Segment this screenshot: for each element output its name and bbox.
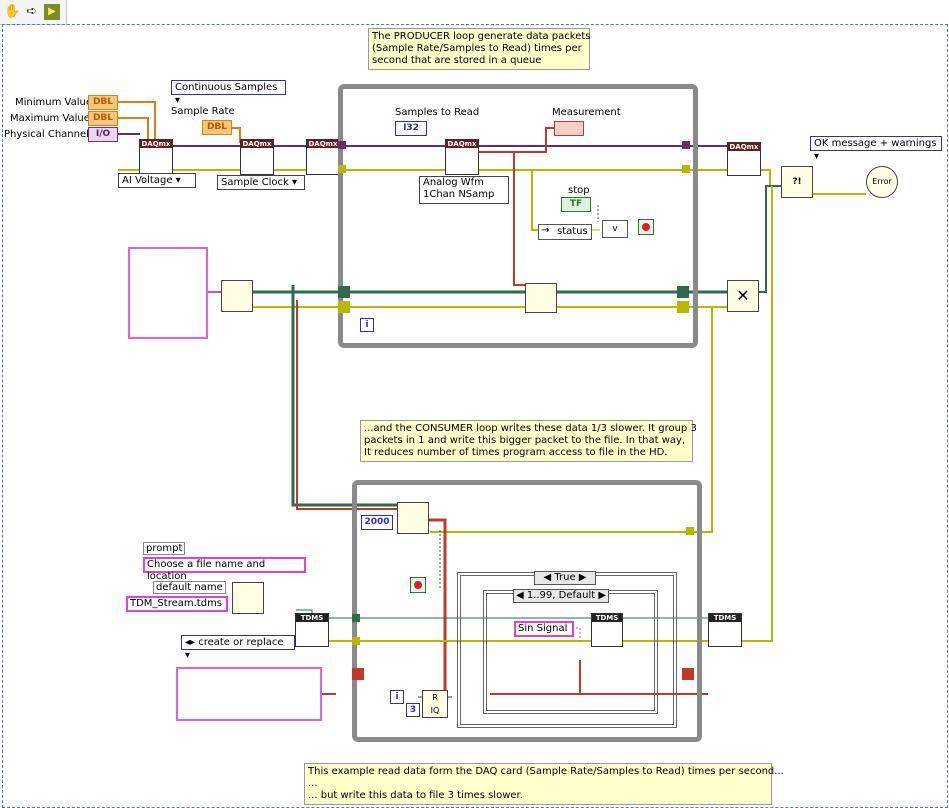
daqmx-start-task[interactable]: DAQmx (306, 139, 340, 175)
daqmx-create-channel[interactable]: DAQmx (139, 139, 173, 175)
stop-condition-terminal (638, 219, 654, 235)
prompt-string[interactable]: Choose a file name and location (143, 557, 306, 582)
minimum-value-label: Minimum Value (15, 97, 92, 108)
ai-voltage-selector[interactable]: AI Voltage ▾ (118, 173, 196, 188)
enqueue-element[interactable] (525, 283, 557, 313)
shift-register-right (677, 301, 689, 313)
default-name-label: default name (153, 581, 226, 594)
maximum-value-label: Maximum Value (10, 113, 90, 124)
footer-note: This example read data form the DAQ card… (304, 763, 784, 805)
shift-register-left (352, 668, 364, 680)
consumer-note: ...and the CONSUMER loop writes these da… (360, 420, 697, 462)
toolbar: ✋ ➪ ▶ (0, 0, 67, 25)
run-icon[interactable]: ▶ (44, 4, 60, 20)
data-input[interactable] (176, 667, 322, 721)
daqmx-read[interactable]: DAQmx (445, 139, 479, 175)
inner-case-structure (483, 590, 658, 714)
dequeue-element[interactable] (397, 502, 429, 534)
tunnel (338, 165, 346, 173)
hand-icon[interactable]: ✋ (4, 4, 21, 19)
minimum-value-control[interactable]: DBL (88, 95, 118, 110)
producer-note: The PRODUCER loop generate data packets … (368, 28, 591, 70)
shift-register-right (682, 668, 694, 680)
queue-name-input[interactable] (128, 247, 208, 339)
prompt-label: prompt (143, 542, 186, 555)
producer-while-loop (338, 84, 698, 348)
release-queue[interactable]: ✕ (727, 280, 759, 312)
ok-message-selector[interactable]: OK message + warnings ▾ (810, 136, 942, 162)
case-selector-true[interactable]: ◀ True ▶ (534, 571, 596, 585)
tunnel (682, 165, 690, 173)
daqmx-timing[interactable]: DAQmx (240, 139, 274, 175)
default-name-string[interactable]: TDM_Stream.tdms (126, 596, 228, 612)
continuous-samples-enum[interactable]: Continuous Samples ▾ (171, 80, 286, 106)
samples-to-read-label: Samples to Read (395, 107, 480, 118)
shift-register-right (677, 286, 689, 298)
divisor-constant[interactable]: 3 (406, 703, 420, 717)
unbundle-status: →status (538, 224, 592, 240)
tdms-write[interactable]: TDMS (591, 613, 623, 647)
shift-register-left (338, 301, 350, 313)
or-function: v (602, 220, 628, 238)
merge-errors: ?! (781, 166, 813, 198)
shift-register-left (338, 286, 350, 298)
samples-to-read-control[interactable]: I32 (395, 121, 427, 136)
physical-channel-label: Physical Channel (4, 129, 89, 140)
sin-signal-constant[interactable]: Sin Signal (514, 621, 574, 637)
daqmx-clear-task[interactable]: DAQmx (727, 142, 761, 176)
consumer-while-loop (352, 480, 702, 742)
tunnel (352, 637, 360, 645)
arrow-icon[interactable]: ➪ (26, 4, 38, 19)
stop-control[interactable]: TF (561, 197, 591, 212)
measurement-indicator (554, 121, 584, 136)
sample-rate-label: Sample Rate (171, 106, 235, 117)
tunnel (338, 141, 346, 149)
consumer-iteration-terminal: i (390, 690, 404, 704)
iteration-terminal: i (360, 318, 374, 332)
physical-channel-control[interactable]: I/O (88, 127, 118, 142)
file-dialog-node[interactable] (232, 582, 264, 614)
tdms-open[interactable]: TDMS (295, 613, 329, 647)
case-selector-range[interactable]: ◀ 1..99, Default ▶ (513, 589, 609, 603)
consumer-stop-terminal (410, 577, 426, 593)
sample-clock-selector[interactable]: Sample Clock ▾ (217, 175, 305, 190)
timeout-constant[interactable]: 2000 (361, 515, 393, 530)
tunnel (682, 141, 690, 149)
obtain-queue[interactable] (221, 280, 253, 312)
tdms-close[interactable]: TDMS (708, 613, 742, 647)
measurement-label: Measurement (552, 107, 621, 118)
sample-rate-control[interactable]: DBL (202, 120, 232, 135)
simple-error-handler[interactable]: Error (866, 166, 898, 198)
tunnel (686, 527, 694, 535)
create-or-replace-enum[interactable]: ◂▸ create or replace ▾ (181, 635, 295, 661)
tunnel (352, 614, 360, 622)
stop-label: stop (568, 185, 590, 196)
maximum-value-control[interactable]: DBL (88, 111, 118, 126)
